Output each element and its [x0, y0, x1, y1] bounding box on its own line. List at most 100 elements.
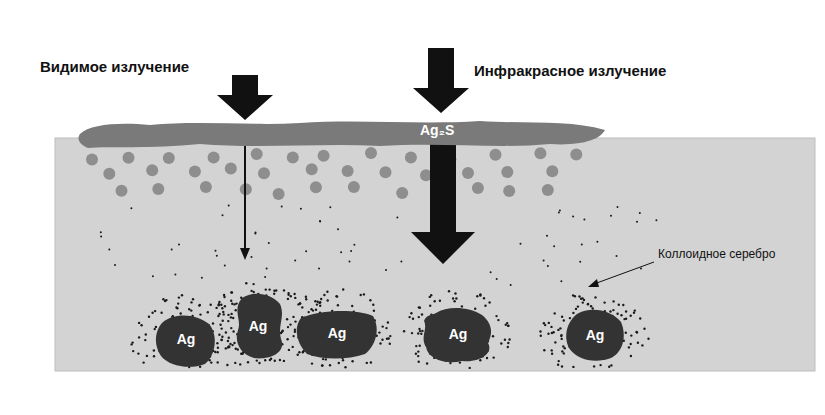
- colloid-dot: [177, 302, 179, 304]
- colloid-dot: [229, 343, 231, 345]
- colloid-dot: [610, 364, 612, 366]
- element-label: Ag: [328, 325, 347, 341]
- colloid-dot: [469, 367, 471, 369]
- colloid-dot: [233, 342, 235, 344]
- colloid-dot: [253, 291, 255, 293]
- colloid-dot: [287, 292, 289, 294]
- colloid-dot: [459, 361, 461, 363]
- colloid-dot: [264, 276, 266, 278]
- particle: [348, 181, 360, 193]
- colloid-dot: [448, 290, 450, 292]
- arrow-head: [240, 248, 250, 260]
- colloid-dot: [547, 333, 549, 335]
- colloid-dot: [317, 301, 319, 303]
- colloid-dot: [319, 220, 321, 222]
- colloid-dot: [574, 295, 576, 297]
- particle: [570, 148, 582, 160]
- colloid-dot: [114, 264, 116, 266]
- colloid-dot: [369, 299, 371, 301]
- colloid-dot: [241, 353, 243, 355]
- silver-clump: Ag: [232, 292, 284, 360]
- colloid-dot: [363, 293, 365, 295]
- colloid-dot: [582, 301, 584, 303]
- colloid-dot: [493, 356, 495, 358]
- colloid-dot: [320, 298, 322, 300]
- colloid-dot: [434, 300, 436, 302]
- colloid-dot: [321, 364, 323, 366]
- colloid-dot: [389, 343, 391, 345]
- colloid-dot: [282, 330, 284, 332]
- colloid-dot: [420, 333, 422, 335]
- colloid-dot: [599, 364, 601, 366]
- colloid-dot: [148, 316, 150, 318]
- colloid-dot: [554, 312, 556, 314]
- colloid-dot: [492, 335, 494, 337]
- colloid-dot: [215, 250, 217, 252]
- colloid-dot: [287, 298, 289, 300]
- colloid-dot: [131, 341, 133, 343]
- colloid-dot: [579, 261, 581, 263]
- colloid-dot: [199, 366, 201, 368]
- colloid-dot: [108, 249, 110, 251]
- colloid-dot: [373, 310, 375, 312]
- colloid-dot: [162, 298, 164, 300]
- particle: [501, 166, 513, 178]
- colloid-dot: [372, 304, 374, 306]
- colloid-dot: [486, 357, 488, 359]
- element-label: Ag: [177, 331, 196, 347]
- colloid-dot: [617, 206, 619, 208]
- colloid-dot: [628, 346, 630, 348]
- colloid-dot: [231, 291, 233, 293]
- colloid-dot: [100, 231, 102, 233]
- colloid-dot: [408, 316, 410, 318]
- colloid-dot: [419, 330, 421, 332]
- colloid-dot: [144, 339, 146, 341]
- colloid-dot: [353, 244, 355, 246]
- colloid-dot: [439, 300, 441, 302]
- particle: [251, 148, 263, 160]
- silver-clump: Ag: [565, 308, 625, 362]
- particle: [472, 182, 484, 194]
- colloid-dot: [344, 366, 346, 368]
- colloid-dot: [292, 346, 294, 348]
- visible-beam: [244, 146, 246, 250]
- colloid-dot: [508, 338, 510, 340]
- colloid-dot: [190, 309, 192, 311]
- colloid-dot: [596, 241, 598, 243]
- colloid-dot: [421, 313, 423, 315]
- colloid-dot: [199, 304, 201, 306]
- colloid-dot: [217, 361, 219, 363]
- colloid-dot: [417, 350, 419, 352]
- colloid-dot: [415, 353, 417, 355]
- particle: [273, 188, 285, 200]
- colloid-dot: [387, 321, 389, 323]
- colloid-dot: [305, 298, 307, 300]
- colloid-dot: [620, 314, 622, 316]
- colloid-dot: [318, 268, 320, 270]
- colloid-dot: [543, 349, 545, 351]
- element-label: Ag: [449, 326, 468, 342]
- colloid-dot: [255, 232, 257, 234]
- colloid-dot: [616, 313, 618, 315]
- colloid-dot: [254, 232, 256, 234]
- colloid-dot: [507, 342, 509, 344]
- particle: [116, 185, 128, 197]
- colloid-dot: [225, 331, 227, 333]
- particle: [103, 168, 115, 180]
- colloid-dots: [100, 204, 658, 369]
- colloid-dot: [426, 362, 428, 364]
- colloid-dot: [510, 284, 512, 286]
- colloid-dot: [504, 339, 506, 341]
- colloid-dot: [251, 256, 253, 258]
- colloid-dot: [385, 327, 387, 329]
- colloid-dot: [563, 352, 565, 354]
- particle: [546, 165, 558, 177]
- colloid-dot: [337, 304, 339, 306]
- colloid-dot: [214, 351, 216, 353]
- colloid-dot: [228, 345, 230, 347]
- colloid-dot: [201, 277, 203, 279]
- shape-fill: [424, 308, 491, 362]
- colloid-dot: [230, 313, 232, 315]
- colloid-dot: [419, 307, 421, 309]
- colloid-dot: [256, 359, 258, 361]
